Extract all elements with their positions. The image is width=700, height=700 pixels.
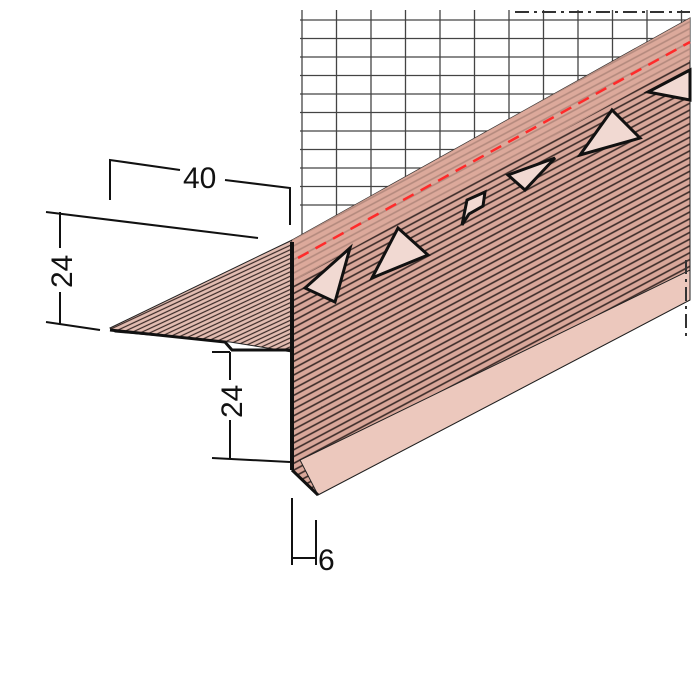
flange-edge bbox=[109, 328, 292, 352]
perforation-tabs bbox=[302, 67, 692, 305]
drip-strip bbox=[299, 269, 691, 496]
dimension-6: 6 bbox=[318, 544, 335, 577]
dimension-40: 40 bbox=[183, 162, 216, 195]
dimension-lines bbox=[45, 158, 317, 565]
guide-line bbox=[297, 40, 691, 260]
drip-edge bbox=[290, 468, 320, 497]
top-band bbox=[292, 18, 690, 282]
dimension-24-flange: 24 bbox=[46, 255, 79, 288]
top-flange bbox=[109, 239, 293, 353]
dimension-24-face: 24 bbox=[216, 385, 249, 418]
